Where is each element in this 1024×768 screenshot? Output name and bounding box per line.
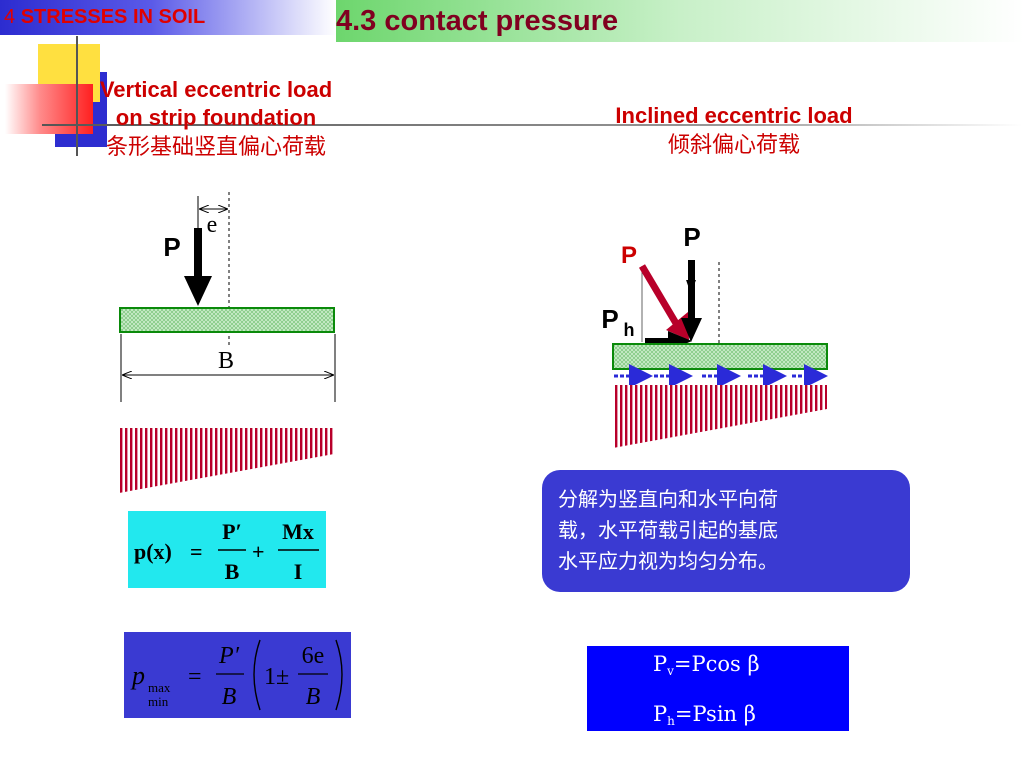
- horizontal-load-label: P: [601, 304, 618, 334]
- left-pressure-distribution: [119, 428, 334, 493]
- right-title-cn: 倾斜偏心荷载: [667, 133, 800, 158]
- formula-equals: =: [190, 539, 203, 564]
- left-load-arrowhead: [184, 276, 212, 306]
- left-diagram: e P B: [119, 192, 336, 493]
- pmax-equals: =: [188, 664, 202, 690]
- formula-lhs: p(x): [134, 539, 172, 564]
- left-title-line2: on strip foundation: [115, 105, 317, 130]
- ph-rhs: =Psin β: [674, 702, 756, 726]
- ph-subscript: h: [667, 714, 675, 728]
- vertical-load-sub: v: [686, 274, 696, 294]
- component-line-h: Ph=Psin β: [653, 702, 756, 728]
- pmax-frac-num: P′: [218, 643, 240, 669]
- pmax-frac-den: B: [222, 684, 237, 710]
- decomposition-note: 分解为竖直向和水平向荷 载，水平荷载引起的基底 水平应力视为均匀分布。: [542, 470, 910, 592]
- left-title-line1: Vertical eccentric load: [99, 77, 333, 102]
- pmax-inner-den: B: [306, 684, 321, 710]
- pmax-left-paren: [253, 639, 261, 711]
- term1-numerator: P′: [222, 519, 242, 544]
- note-line-1: 分解为竖直向和水平向荷: [558, 487, 778, 511]
- vertical-load-shaft: [688, 260, 695, 322]
- left-title-cn: 条形基础竖直偏心荷载: [105, 135, 326, 160]
- pmax-right-paren: [335, 639, 343, 711]
- pmax-sub-min: min: [148, 694, 169, 709]
- ph-symbol: P: [653, 702, 668, 726]
- decor-horizontal-line: [42, 124, 1022, 126]
- term2-numerator: Mx: [282, 519, 314, 544]
- chapter-header-bar: [0, 0, 336, 35]
- pv-symbol: P: [653, 652, 668, 676]
- chapter-title: STRESSES IN SOIL: [20, 6, 206, 28]
- inclined-load-shaft: [638, 264, 681, 327]
- vertical-load-arrowhead: [681, 318, 702, 342]
- note-line-3: 水平应力视为均匀分布。: [558, 549, 778, 573]
- load-components-formula: Pv=Pcos β Ph=Psin β: [587, 646, 849, 731]
- pmax-inner-num: 6e: [302, 643, 325, 669]
- left-case-heading: Vertical eccentric load on strip foundat…: [56, 74, 376, 164]
- pmax-sub-max: max: [148, 680, 171, 695]
- pmax-one-pm: 1±: [264, 664, 289, 690]
- chapter-label: 4 STRESSES IN SOIL: [4, 6, 205, 29]
- left-footing: [119, 307, 335, 333]
- horizontal-load-sub: h: [624, 320, 635, 340]
- right-case-heading: Inclined eccentric load 倾斜偏心荷载: [562, 100, 906, 162]
- right-footing: [612, 343, 828, 370]
- pmax-pmin-formula: p max min = P′ B 1± 6e B: [124, 632, 351, 718]
- pressure-formula: p(x) = P′ B + Mx I: [128, 511, 326, 588]
- ecc-label: e: [207, 212, 218, 238]
- left-load-label: P: [163, 232, 180, 262]
- right-title-en: Inclined eccentric load: [615, 103, 853, 128]
- right-pressure-distribution: [613, 385, 827, 448]
- vertical-load-label: P: [683, 222, 700, 252]
- inclined-load-label: P: [621, 242, 637, 269]
- right-diagram: P P v P h: [601, 222, 828, 448]
- term1-denominator: B: [225, 559, 240, 584]
- width-label: B: [218, 348, 234, 374]
- pv-rhs: =Pcos β: [673, 652, 760, 676]
- decor-vertical-line: [76, 36, 78, 156]
- pressure-formula-svg: p(x) = P′ B + Mx I: [134, 519, 319, 584]
- pmax-p: p: [130, 661, 145, 690]
- section-title: 4.3 contact pressure: [336, 5, 619, 37]
- section-header-bar: [336, 0, 1024, 42]
- chapter-number: 4: [4, 6, 16, 28]
- note-line-2: 载，水平荷载引起的基底: [558, 518, 778, 542]
- component-line-v: Pv=Pcos β: [653, 652, 760, 678]
- term2-denominator: I: [294, 559, 303, 584]
- formula-plus: +: [252, 539, 265, 564]
- horizontal-load-shaft: [645, 338, 671, 345]
- pv-subscript: v: [667, 664, 674, 678]
- pmax-formula-svg: p max min = P′ B 1± 6e B: [130, 639, 343, 711]
- left-load-shaft: [194, 228, 202, 280]
